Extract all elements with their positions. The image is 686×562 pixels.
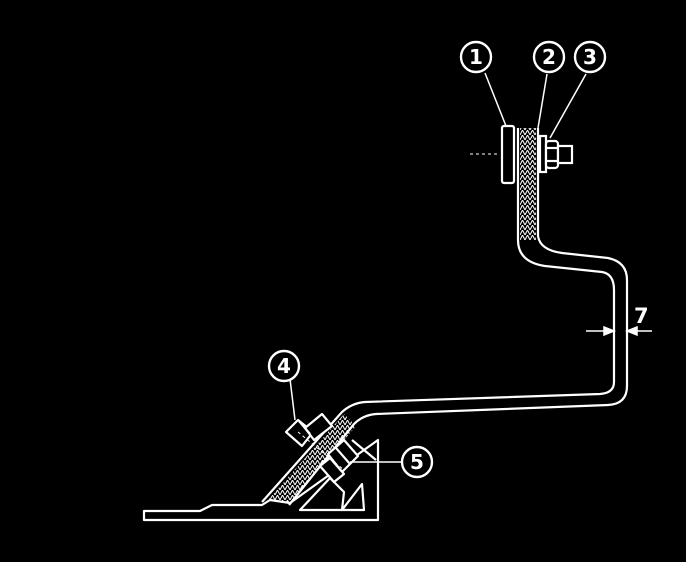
- lower-bolt-centerline: [297, 431, 345, 471]
- callout-2: 2: [532, 40, 566, 74]
- lower-fastener: [284, 412, 360, 484]
- flat-washer: [500, 124, 516, 185]
- svg-text:2: 2: [542, 45, 556, 69]
- callout-5: 5: [400, 445, 434, 479]
- callout-3: 3: [573, 40, 607, 74]
- svg-text:1: 1: [469, 45, 483, 69]
- upper-fastener: [500, 124, 574, 185]
- callout-4: 4: [267, 349, 301, 383]
- svg-text:4: 4: [277, 354, 291, 378]
- bolt-tail: [556, 144, 574, 165]
- hex-nut: [544, 139, 560, 170]
- upper-serration: [520, 128, 536, 240]
- thickness-dimension: [586, 325, 652, 337]
- clamp-cutouts: [298, 439, 377, 512]
- callout-leaders: [289, 72, 587, 463]
- svg-text:3: 3: [583, 45, 597, 69]
- bent-bracket: [261, 128, 629, 506]
- base-rail: [142, 438, 380, 522]
- lower-serration: [268, 414, 356, 503]
- dimension-label: 7: [634, 304, 649, 328]
- callout-1: 1: [459, 40, 493, 74]
- svg-text:5: 5: [410, 450, 424, 474]
